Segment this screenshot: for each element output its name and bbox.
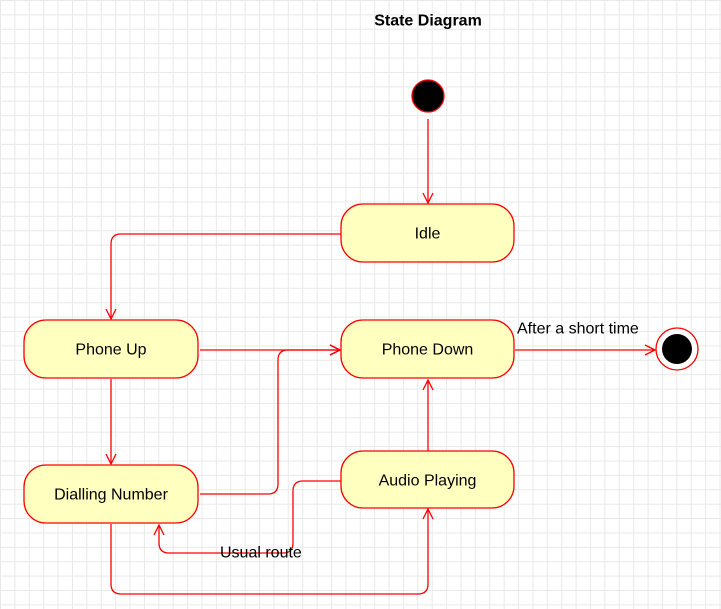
state-audio-playing-label: Audio Playing — [379, 473, 477, 490]
diagram-title: State Diagram — [374, 13, 482, 30]
edge-label-usual-route: Usual route — [220, 545, 302, 562]
initial-state[interactable] — [411, 79, 445, 113]
state-idle-label: Idle — [415, 226, 441, 243]
state-phone-down[interactable]: Phone Down — [340, 319, 515, 379]
state-audio-playing[interactable]: Audio Playing — [340, 450, 515, 509]
edge-dialling-to-audio-playing[interactable] — [110, 509, 428, 595]
edge-label-after-short-time: After a short time — [517, 321, 639, 338]
state-phone-up-label: Phone Up — [75, 342, 146, 359]
state-phone-down-label: Phone Down — [382, 342, 474, 359]
edge-idle-to-phone-up[interactable] — [111, 233, 341, 319]
edge-dialling-to-phone-down[interactable] — [200, 350, 340, 495]
state-dialling-number-label: Dialling Number — [54, 487, 168, 504]
edge-audio-playing-to-dialling[interactable] — [159, 480, 341, 554]
state-idle[interactable]: Idle — [340, 203, 515, 263]
state-phone-up[interactable]: Phone Up — [23, 319, 199, 379]
final-state[interactable] — [655, 327, 699, 371]
state-dialling-number[interactable]: Dialling Number — [23, 464, 199, 524]
